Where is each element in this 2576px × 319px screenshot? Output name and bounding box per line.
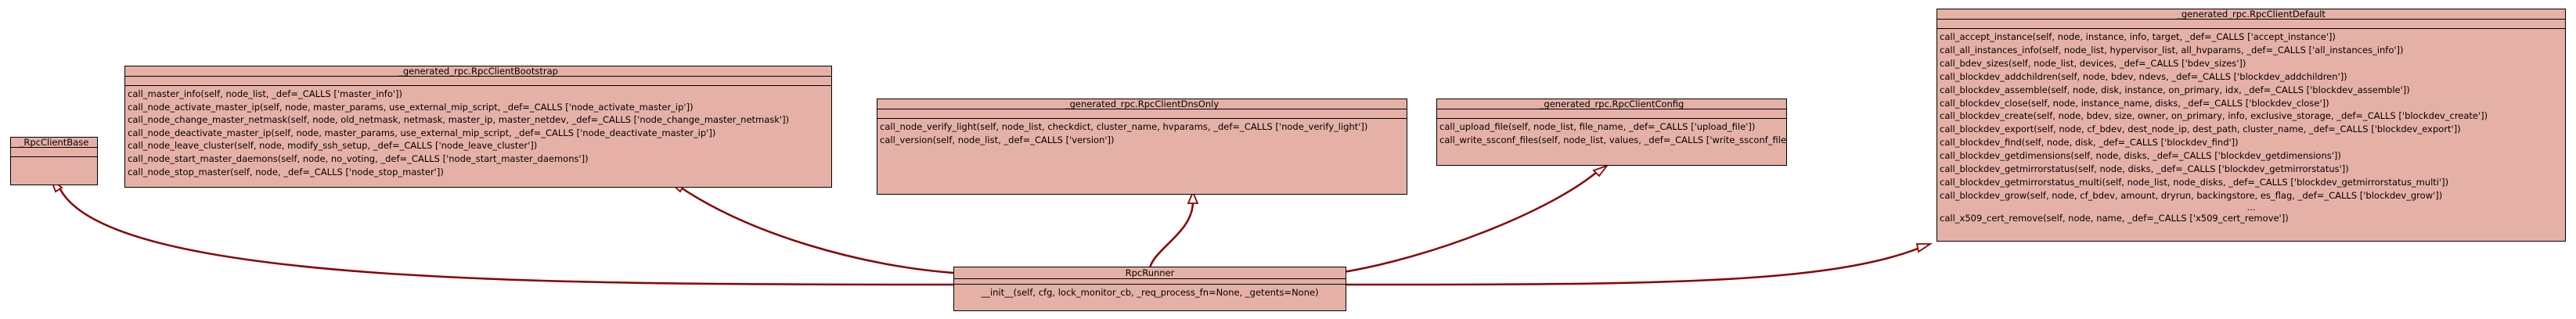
methods-compartment: call_master_info(self, node_list, _def=_… [125, 85, 831, 180]
method-row: call_blockdev_find(self, node, disk, _de… [1940, 137, 2239, 149]
methods-compartment: call_accept_instance(self, node, instanc… [1937, 28, 2565, 227]
method-row: call_node_start_master_daemons(self, nod… [128, 152, 589, 164]
methods-compartment [11, 156, 97, 181]
method-row: call_blockdev_create(self, node, bdev, s… [1940, 110, 2488, 122]
method-row: call_blockdev_export(self, node, cf_bdev… [1940, 124, 2461, 135]
edge-bootstrap-runner [680, 186, 954, 274]
method-row: call_write_ssconf_files(self, node_list,… [1439, 134, 1786, 145]
edge-dnsonly-runner [1147, 201, 1194, 274]
method-row: call_x509_cert_remove(self, node, name, … [1940, 212, 2289, 224]
class-rpc-client-config: _generated_rpc.RpcClientConfig call_uplo… [1436, 99, 1787, 166]
methods-compartment: call_node_verify_light(self, node_list, … [877, 118, 1407, 192]
method-row: call_blockdev_getmirrorstatus(self, node… [1940, 163, 2349, 175]
arrowhead-config-icon [1592, 164, 1609, 177]
method-ellipsis: ... [2246, 201, 2256, 213]
attributes-compartment [125, 76, 831, 85]
arrowhead-default-icon [1915, 243, 1933, 253]
attributes-compartment [1437, 109, 1786, 118]
edge-default-runner [1346, 247, 1918, 286]
method-row: call_master_info(self, node_list, _def=_… [128, 88, 403, 99]
class-rpc-client-dnsonly: _generated_rpc.RpcClientDnsOnly call_nod… [877, 99, 1407, 195]
method-row: call_node_stop_master(self, node, _def=_… [128, 166, 444, 177]
class-rpc-runner: RpcRunner __init__(self, cfg, lock_monit… [953, 267, 1346, 311]
class-title: _RpcClientBase [19, 138, 89, 147]
class-title: RpcRunner [1125, 267, 1175, 278]
method-row: call_blockdev_assemble(self, node, disk,… [1940, 84, 2410, 95]
methods-compartment: __init__(self, cfg, lock_monitor_cb, _re… [954, 284, 1346, 301]
edge-base-runner [57, 185, 954, 286]
method-row: call_bdev_sizes(self, node_list, devices… [1940, 57, 2246, 69]
method-row: call_node_leave_cluster(self, node, modi… [128, 140, 538, 152]
edge-config-runner [1338, 171, 1598, 274]
class-title: _generated_rpc.RpcClientConfig [1539, 99, 1684, 109]
methods-compartment: call_upload_file(self, node_list, file_n… [1437, 118, 1786, 148]
method-row: call_blockdev_grow(self, node, cf_bdev, … [1940, 189, 2443, 201]
attributes-compartment [11, 147, 97, 156]
method-row: call_all_instances_info(self, node_list,… [1940, 44, 2404, 56]
class-title: _generated_rpc.RpcClientDefault [2177, 9, 2326, 19]
attributes-compartment [954, 278, 1346, 284]
class-title: _generated_rpc.RpcClientDnsOnly [1065, 99, 1220, 109]
attributes-compartment [1937, 19, 2565, 28]
class-rpc-client-default: _generated_rpc.RpcClientDefault call_acc… [1937, 9, 2566, 242]
method-row: call_blockdev_addchildren(self, node, bd… [1940, 70, 2347, 82]
class-title: _generated_rpc.RpcClientBootstrap [398, 66, 558, 76]
method-row: call_blockdev_close(self, node, instance… [1940, 97, 2329, 109]
method-row: call_blockdev_getmirrorstatus_multi(self… [1940, 176, 2449, 188]
method-row: call_node_activate_master_ip(self, node,… [128, 101, 694, 113]
method-row: __init__(self, cfg, lock_monitor_cb, _re… [981, 287, 1319, 298]
method-row: call_accept_instance(self, node, instanc… [1940, 31, 2336, 42]
method-row: call_blockdev_getdimensions(self, node, … [1940, 150, 2341, 162]
arrowhead-dnsonly-icon [1187, 190, 1199, 204]
method-row: call_version(self, node_list, _def=_CALL… [880, 134, 1115, 145]
method-row: call_node_deactivate_master_ip(self, nod… [128, 127, 716, 138]
method-row: call_upload_file(self, node_list, file_n… [1439, 121, 1756, 132]
class-rpc-client-base: _RpcClientBase [10, 137, 98, 185]
attributes-compartment [877, 109, 1407, 118]
class-rpc-client-bootstrap: _generated_rpc.RpcClientBootstrap call_m… [124, 66, 832, 188]
method-row: call_node_change_master_netmask(self, no… [128, 114, 790, 126]
method-row: call_node_verify_light(self, node_list, … [880, 121, 1368, 132]
